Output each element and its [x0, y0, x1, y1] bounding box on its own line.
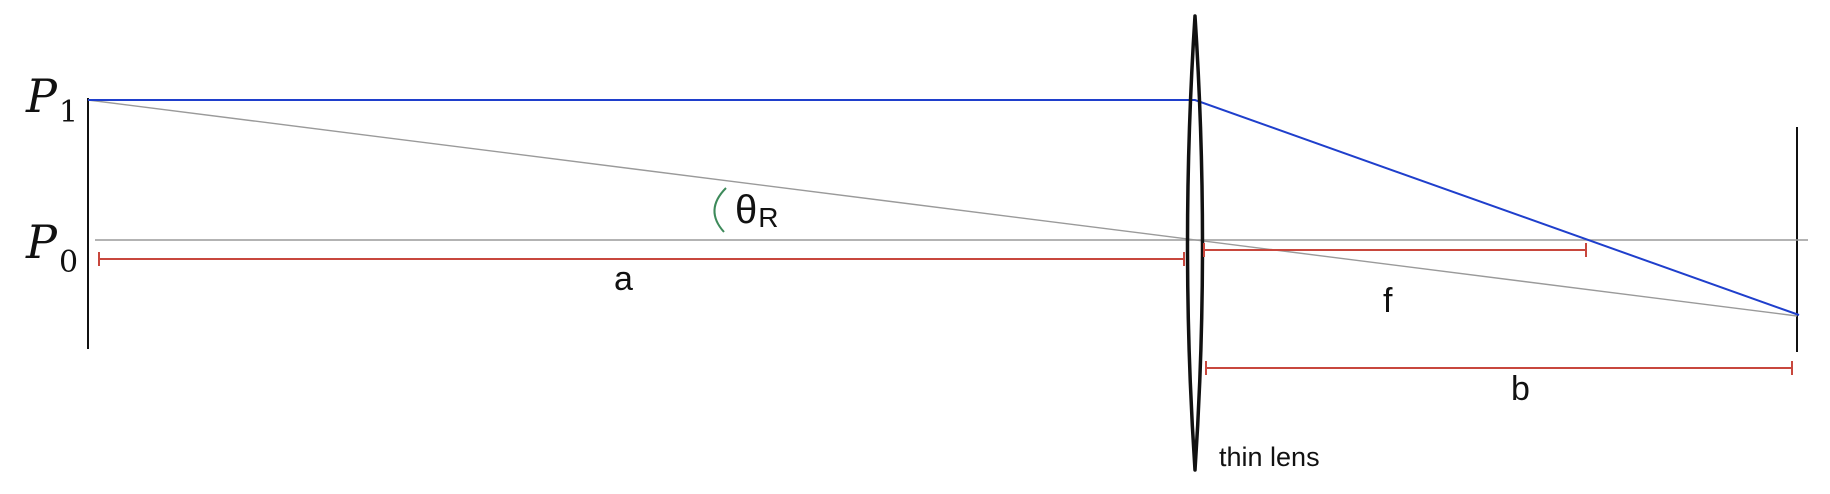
label-p1: P1 — [25, 69, 78, 130]
thin-lens — [1185, 14, 1205, 472]
label-theta-r: θR — [735, 188, 778, 233]
label-a: a — [614, 260, 633, 298]
chief-ray — [87, 99, 1798, 317]
dimension-a — [98, 252, 1185, 266]
label-thin-lens: thin lens — [1219, 442, 1320, 472]
dimension-b — [1205, 361, 1793, 375]
parallel-ray — [88, 99, 1800, 316]
dimension-f — [1203, 243, 1587, 257]
label-b: b — [1511, 370, 1530, 408]
label-f: f — [1383, 282, 1393, 320]
label-p0: P0 — [25, 215, 78, 280]
angle-arc — [713, 187, 727, 233]
